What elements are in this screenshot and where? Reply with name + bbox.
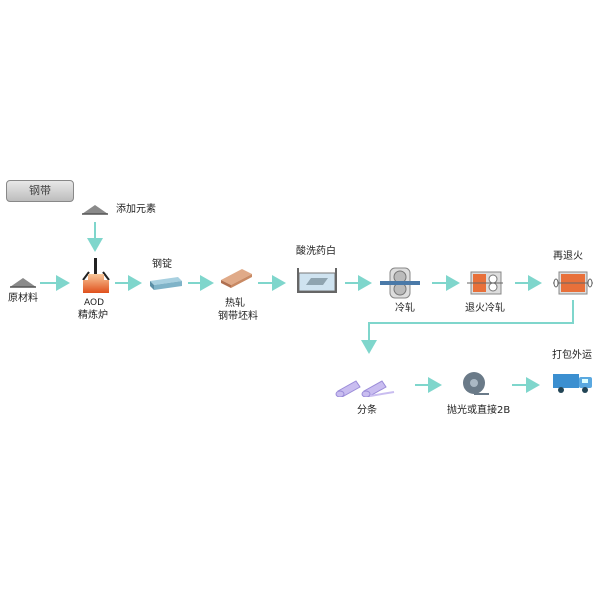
- ingot-icon: [150, 277, 182, 290]
- raw-label: 原材料: [8, 293, 38, 304]
- mill-icon: [380, 267, 420, 299]
- furnace-icon: [82, 258, 110, 293]
- anneal-mill-icon: [467, 271, 503, 295]
- hot-label: 热轧: [225, 298, 245, 309]
- ingot-label: 钢锭: [152, 259, 172, 270]
- additive-label: 添加元素: [116, 204, 156, 215]
- hot-label-2: 钢带坯料: [218, 311, 258, 322]
- slab-icon: [221, 269, 252, 288]
- aod-label-2: 精炼炉: [78, 310, 108, 321]
- tank-icon: [297, 268, 337, 293]
- truck-icon: [553, 374, 592, 393]
- polish-label: 抛光或直接2B: [447, 405, 511, 416]
- aod-label: AOD: [84, 298, 105, 308]
- pickle-label: 酸洗药白: [296, 246, 336, 257]
- category-button[interactable]: 钢带: [6, 180, 74, 202]
- ship-label: 打包外运: [552, 350, 592, 361]
- coil-icon: [463, 372, 489, 395]
- reanneal-label: 再退火: [553, 251, 583, 262]
- pile-icon: [10, 278, 36, 288]
- arrow-reanneal-slit: [361, 300, 574, 354]
- anneal-cold-label: 退火冷轧: [465, 303, 505, 314]
- pile-icon: [82, 205, 108, 215]
- rolls-icon: [335, 380, 395, 397]
- anneal-icon: [553, 271, 593, 295]
- slit-label: 分条: [357, 405, 377, 416]
- cold-label: 冷轧: [395, 303, 415, 314]
